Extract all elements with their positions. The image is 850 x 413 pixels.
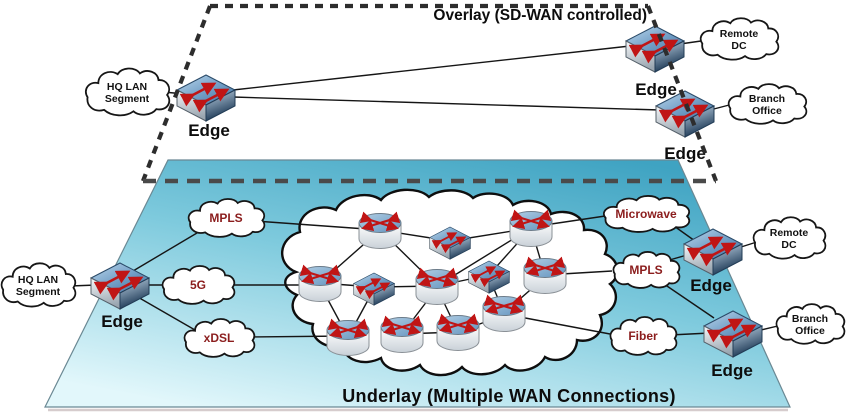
- cloud-wan-mpls-right: MPLS: [612, 251, 680, 289]
- edge-router-overlay-branch: Edge: [656, 91, 714, 163]
- cloud-label: xDSL: [204, 331, 235, 345]
- router-icon: [524, 259, 566, 294]
- router-icon: [359, 214, 401, 249]
- edge-label: Edge: [690, 276, 732, 295]
- connection-line: [232, 96, 661, 111]
- cloud-label: DC: [781, 239, 797, 251]
- edge-router-underlay-branch: Edge: [704, 311, 762, 380]
- connection-line: [663, 283, 715, 319]
- cloud-label: Segment: [105, 93, 150, 105]
- cloud-label: Microwave: [615, 207, 677, 221]
- cloud-label: 5G: [190, 278, 206, 292]
- overlay-border: [141, 3, 718, 184]
- overlay-title: Overlay (SD-WAN controlled): [433, 7, 647, 24]
- connection-line: [132, 229, 203, 272]
- cloud-label: DC: [731, 40, 747, 52]
- connection-line: [135, 295, 196, 331]
- cloud-wan-mpls-left: MPLS: [188, 198, 265, 238]
- cloud-label: Branch: [749, 93, 785, 105]
- edge-router-overlay-hq: Edge: [177, 75, 235, 140]
- edge-router-icon: [626, 26, 684, 72]
- edge-label: Edge: [101, 312, 143, 331]
- cloud-wan-microwave: Microwave: [603, 195, 690, 233]
- edge-label: Edge: [635, 80, 677, 99]
- connection-line: [673, 225, 696, 242]
- cloud-label: MPLS: [209, 211, 242, 225]
- edge-label: Edge: [188, 121, 230, 140]
- cloud-label: Remote: [720, 28, 759, 40]
- edge-router-icon: [177, 75, 235, 121]
- cloud-label: Office: [795, 325, 825, 337]
- cloud-label: Fiber: [628, 329, 658, 343]
- router-icon: [381, 318, 423, 353]
- edge-router-overlay-remote-dc: Edge: [626, 26, 684, 99]
- router-icon: [437, 316, 479, 351]
- edge-label: Edge: [711, 361, 753, 380]
- cloud-label: Remote: [770, 227, 809, 239]
- cloud-label: Office: [752, 105, 782, 117]
- cloud-label: Branch: [792, 313, 828, 325]
- cloud-wan-xdsl: xDSL: [183, 318, 255, 358]
- cloud-wan-5g: 5G: [162, 265, 235, 305]
- router-icon: [416, 270, 458, 305]
- cloud-label: Segment: [16, 286, 61, 298]
- edge-router-underlay-hq: Edge: [91, 263, 149, 331]
- cloud-label: MPLS: [629, 263, 662, 277]
- connection-line: [519, 316, 611, 335]
- router-icon: [327, 321, 369, 356]
- router-icon: [483, 297, 525, 332]
- cloud-label: HQ LAN: [107, 81, 147, 93]
- cloud-label: HQ LAN: [18, 274, 58, 286]
- underlay-title: Underlay (Multiple WAN Connections): [342, 386, 676, 406]
- cloud-wan-fiber: Fiber: [609, 316, 677, 356]
- connection-line: [232, 45, 631, 91]
- edge-label: Edge: [664, 144, 706, 163]
- edge-router-underlay-remote-dc: Edge: [684, 229, 742, 295]
- router-icon: [299, 267, 341, 302]
- router-icon: [510, 212, 552, 247]
